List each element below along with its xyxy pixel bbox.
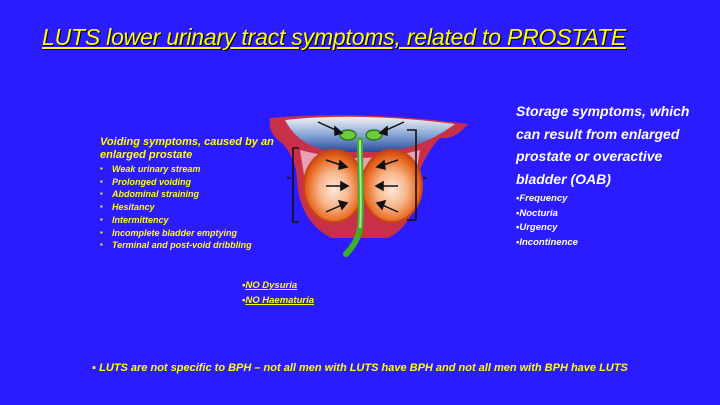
storage-symptoms: Storage symptoms, which can result from …	[516, 100, 696, 250]
list-item: Abdominal straining	[100, 188, 290, 201]
negative-item-text: NO Haematuria	[245, 295, 315, 306]
voiding-symptoms: Voiding symptoms, caused by an enlarged …	[100, 136, 290, 252]
list-item: Incomplete bladder emptying	[100, 227, 290, 240]
bullet-marker: ▪	[242, 280, 246, 291]
list-item: ▪Incontinence	[516, 236, 578, 248]
list-item: Terminal and post-void dribbling	[100, 239, 290, 252]
pressure-arrows	[317, 121, 405, 213]
voiding-list: Weak urinary stream Prolonged voiding Ab…	[100, 163, 290, 252]
bullet-marker: ▪	[242, 295, 246, 306]
negative-findings: ▪NO Dysuria ▪NO Haematuria	[242, 278, 314, 308]
negative-item: ▪NO Dysuria	[242, 278, 314, 293]
list-item: Hesitancy	[100, 201, 290, 214]
footer-note: ▪ LUTS are not specific to BPH – not all…	[92, 362, 628, 374]
list-item: Weak urinary stream	[100, 163, 290, 176]
slide-title: LUTS lower urinary tract symptoms, relat…	[42, 24, 626, 50]
storage-list: ▪Frequency ▪Nocturia ▪Urgency ▪Incontine…	[516, 192, 696, 250]
list-item: ▪Urgency	[516, 222, 558, 233]
negative-item: ▪NO Haematuria	[242, 293, 314, 308]
voiding-heading: Voiding symptoms, caused by an enlarged …	[100, 136, 274, 161]
ureter-orifice-right	[365, 129, 383, 141]
list-item: Intermittency	[100, 214, 290, 227]
list-item: ▪Frequency	[516, 193, 568, 204]
ureter-orifice-left	[339, 129, 357, 141]
list-item: Prolonged voiding	[100, 176, 290, 189]
negative-item-text: NO Dysuria	[245, 280, 298, 291]
storage-heading: Storage symptoms, which can result from …	[516, 103, 690, 187]
list-item: ▪Nocturia	[516, 207, 558, 219]
